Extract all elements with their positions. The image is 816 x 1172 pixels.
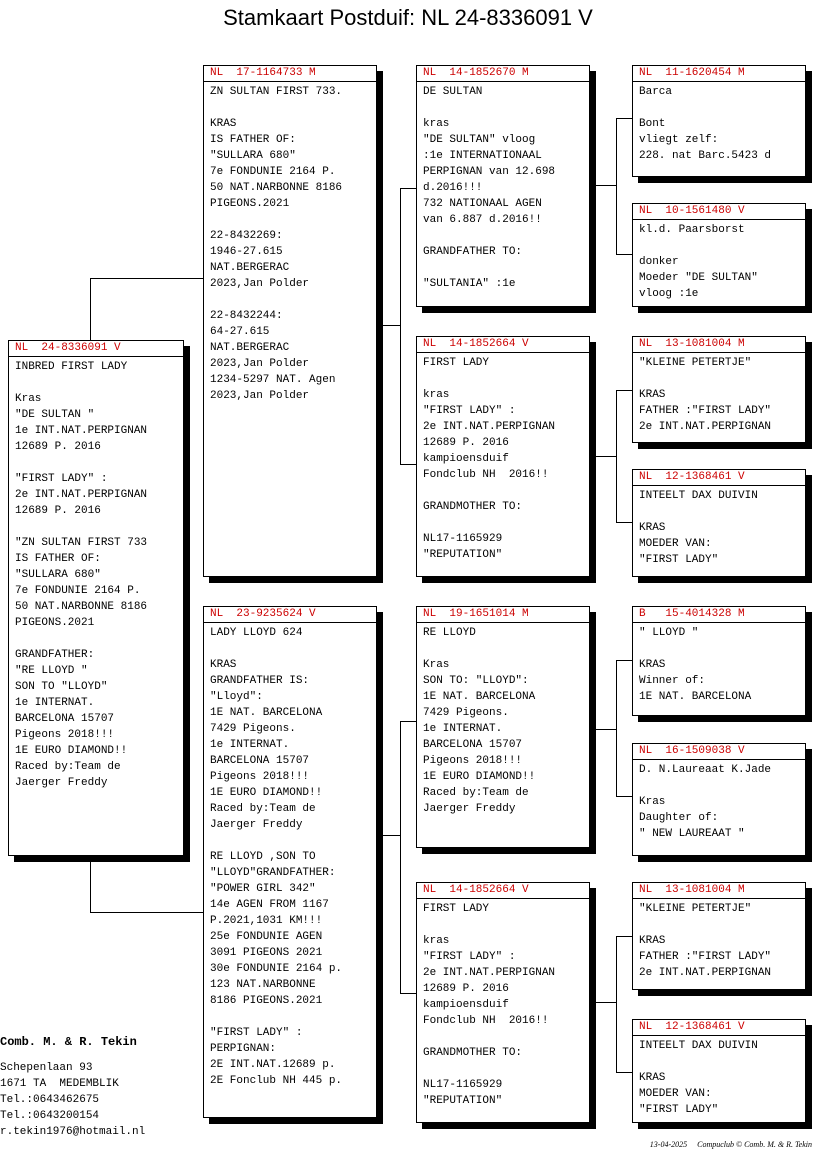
connector-line (616, 118, 617, 254)
pigeon-card-father-mother[interactable]: NL 14-1852664 V FIRST LADY kras "FIRST L… (416, 336, 590, 577)
pigeon-card-mother-mother[interactable]: NL 14-1852664 V FIRST LADY kras "FIRST L… (416, 882, 590, 1123)
pigeon-card-subject[interactable]: NL 24-8336091 V INBRED FIRST LADY Kras "… (8, 340, 184, 856)
pigeon-notes: kl.d. Paarsborst donker Moeder "DE SULTA… (639, 224, 758, 300)
ring-number: NL 24-8336091 V (9, 341, 183, 357)
ring-number: NL 17-1164733 M (204, 66, 376, 82)
owner-phone-2: Tel.:0643200154 (0, 1110, 100, 1122)
connector-line (616, 390, 632, 391)
connector-line (377, 835, 400, 836)
pigeon-card-father-father[interactable]: NL 14-1852670 M DE SULTAN kras "DE SULTA… (416, 65, 590, 307)
pigeon-notes: ZN SULTAN FIRST 733. KRAS IS FATHER OF: … (210, 86, 343, 402)
footer-credit: Compuclub © Comb. M. & R. Tekin (697, 1140, 812, 1149)
ring-number: NL 12-1368461 V (633, 1020, 805, 1036)
ring-number: NL 19-1651014 M (417, 607, 589, 623)
owner-city: 1671 TA MEDEMBLIK (0, 1078, 119, 1090)
ring-number: NL 23-9235624 V (204, 607, 376, 623)
connector-line (400, 721, 416, 722)
pigeon-card-father[interactable]: NL 17-1164733 M ZN SULTAN FIRST 733. KRA… (203, 65, 377, 577)
ring-number: NL 14-1852664 V (417, 337, 589, 353)
connector-line (616, 796, 632, 797)
page-title: Stamkaart Postduif: NL 24-8336091 V (223, 5, 593, 30)
pigeon-notes: FIRST LADY kras "FIRST LADY" : 2e INT.NA… (423, 903, 556, 1107)
connector-line (616, 254, 632, 255)
pigeon-notes: Barca Bont vliegt zelf: 228. nat Barc.54… (639, 86, 772, 162)
pigeon-notes: " LLOYD " KRAS Winner of: 1E NAT. BARCEL… (639, 627, 752, 703)
ring-number: NL 14-1852664 V (417, 883, 589, 899)
connector-line (616, 936, 617, 1072)
connector-line (90, 278, 91, 340)
pigeon-card-mmf[interactable]: NL 13-1081004 M "KLEINE PETERTJE" KRAS F… (632, 882, 806, 990)
connector-line (616, 660, 632, 661)
owner-name: Comb. M. & R. Tekin (0, 1035, 137, 1049)
pigeon-card-fmf[interactable]: NL 13-1081004 M "KLEINE PETERTJE" KRAS F… (632, 336, 806, 443)
ring-number: NL 16-1509038 V (633, 744, 805, 760)
connector-line (400, 464, 416, 465)
ring-number: NL 13-1081004 M (633, 883, 805, 899)
pigeon-notes: INTEELT DAX DUIVIN KRAS MOEDER VAN: "FIR… (639, 1040, 758, 1116)
pigeon-notes: INBRED FIRST LADY Kras "DE SULTAN " 1e I… (15, 361, 148, 789)
connector-line (616, 118, 632, 119)
pigeon-notes: "KLEINE PETERTJE" KRAS FATHER :"FIRST LA… (639, 357, 772, 433)
owner-email[interactable]: r.tekin1976@hotmail.nl (0, 1126, 146, 1138)
connector-line (590, 185, 616, 186)
ring-number: NL 13-1081004 M (633, 337, 805, 353)
owner-phone-1: Tel.:0643462675 (0, 1094, 100, 1106)
ring-number: NL 10-1561480 V (633, 204, 805, 220)
connector-line (616, 390, 617, 522)
connector-line (590, 1002, 616, 1003)
owner-info: Comb. M. & R. Tekin Schepenlaan 93 1671 … (0, 1034, 200, 1140)
pigeon-notes: INTEELT DAX DUIVIN KRAS MOEDER VAN: "FIR… (639, 490, 758, 566)
pigeon-card-mother-father[interactable]: NL 19-1651014 M RE LLOYD Kras SON TO: "L… (416, 606, 590, 848)
connector-line (616, 1072, 632, 1073)
connector-line (377, 325, 400, 326)
pigeon-card-mfm[interactable]: NL 16-1509038 V D. N.Laureaat K.Jade Kra… (632, 743, 806, 856)
pigeon-notes: DE SULTAN kras "DE SULTAN" vloog :1e INT… (423, 86, 556, 290)
connector-line (90, 856, 91, 912)
connector-line (590, 456, 616, 457)
pigeon-card-mmm[interactable]: NL 12-1368461 V INTEELT DAX DUIVIN KRAS … (632, 1019, 806, 1123)
connector-line (400, 188, 401, 464)
ring-number: NL 12-1368461 V (633, 470, 805, 486)
connector-line (400, 993, 416, 994)
pigeon-notes: "KLEINE PETERTJE" KRAS FATHER :"FIRST LA… (639, 903, 772, 979)
connector-line (90, 912, 203, 913)
pigeon-card-mother[interactable]: NL 23-9235624 V LADY LLOYD 624 KRAS GRAN… (203, 606, 377, 1118)
connector-line (616, 936, 632, 937)
pigeon-card-mff[interactable]: B 15-4014328 M " LLOYD " KRAS Winner of:… (632, 606, 806, 716)
pigeon-card-fff[interactable]: NL 11-1620454 M Barca Bont vliegt zelf: … (632, 65, 806, 177)
connector-line (616, 660, 617, 796)
connector-line (400, 721, 401, 993)
connector-line (90, 278, 203, 279)
pigeon-card-ffm[interactable]: NL 10-1561480 V kl.d. Paarsborst donker … (632, 203, 806, 307)
pigeon-notes: LADY LLOYD 624 KRAS GRANDFATHER IS: "Llo… (210, 627, 343, 1087)
footer-date: 13-04-2025 (649, 1140, 688, 1149)
connector-line (400, 188, 416, 189)
connector-line (616, 522, 632, 523)
ring-number: NL 11-1620454 M (633, 66, 805, 82)
footer: 13-04-2025 Compuclub © Comb. M. & R. Tek… (650, 1140, 812, 1149)
pigeon-notes: FIRST LADY kras "FIRST LADY" : 2e INT.NA… (423, 357, 556, 561)
ring-number: NL 14-1852670 M (417, 66, 589, 82)
connector-line (590, 729, 616, 730)
ring-number: B 15-4014328 M (633, 607, 805, 623)
pigeon-notes: RE LLOYD Kras SON TO: "LLOYD": 1E NAT. B… (423, 627, 536, 815)
pigeon-notes: D. N.Laureaat K.Jade Kras Daughter of: "… (639, 764, 772, 840)
owner-street: Schepenlaan 93 (0, 1062, 93, 1074)
pigeon-card-fmm[interactable]: NL 12-1368461 V INTEELT DAX DUIVIN KRAS … (632, 469, 806, 577)
